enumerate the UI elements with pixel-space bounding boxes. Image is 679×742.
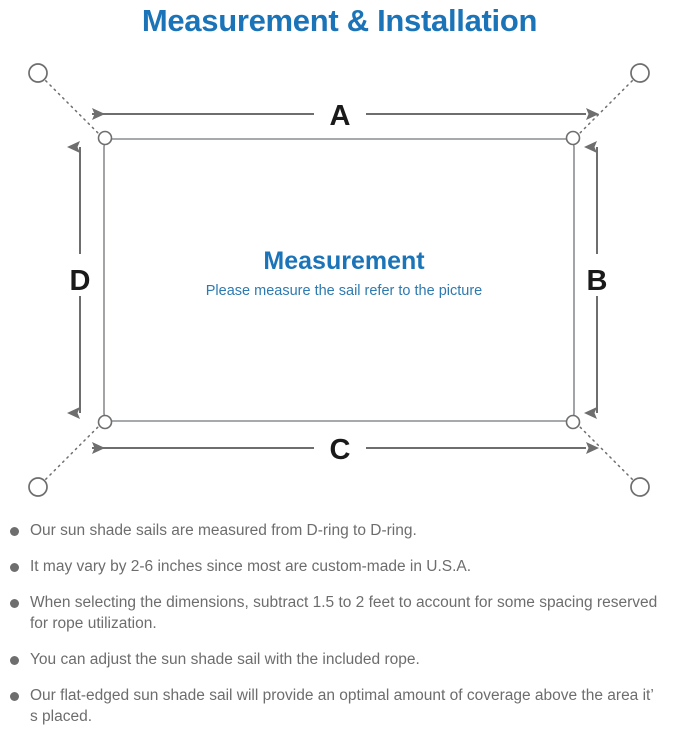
note-text: Our sun shade sails are measured from D-… [30,522,417,539]
page-title: Measurement & Installation [141,3,538,38]
anchor-point-top-left [28,63,48,83]
bullet-icon [10,692,19,701]
note-text: It may vary by 2-6 inches since most are… [30,558,472,575]
anchor-point-top-right [630,63,650,83]
list-item: When selecting the dimensions, subtract … [0,592,679,634]
diagram-center-heading: Measurement [263,247,425,275]
list-item: Our flat-edged sun shade sail will provi… [0,685,679,727]
list-item: You can adjust the sun shade sail with t… [0,649,679,670]
d-ring-top-left [97,130,113,146]
anchor-points [28,63,650,497]
bullet-icon [10,527,19,536]
dimension-label-a: A [330,100,351,132]
rope-bottom-left [41,422,103,484]
rope-top-right [575,76,637,138]
bullet-icon [10,563,19,572]
bullet-icon [10,656,19,665]
sail-rectangle [103,138,575,422]
notes-list: Our sun shade sails are measured from D-… [0,520,679,742]
dimension-label-c: C [330,434,351,466]
diagram-center-subheading: Please measure the sail refer to the pic… [206,283,482,299]
rope-lines [41,76,637,484]
rope-top-left [41,76,103,138]
d-ring-bottom-right [565,414,581,430]
note-text: When selecting the dimensions, subtract … [30,594,658,632]
dimension-label-b: B [587,265,608,297]
d-ring-bottom-left [97,414,113,430]
note-text: You can adjust the sun shade sail with t… [30,651,420,668]
list-item: It may vary by 2-6 inches since most are… [0,556,679,577]
d-rings [97,130,581,430]
anchor-point-bottom-right [630,477,650,497]
d-ring-top-right [565,130,581,146]
anchor-point-bottom-left [28,477,48,497]
list-item: Our sun shade sails are measured from D-… [0,520,679,541]
bullet-icon [10,599,19,608]
measurement-diagram: A C D B Measurement Please measure the s… [0,46,679,516]
note-text: Our flat-edged sun shade sail will provi… [30,687,654,725]
rope-bottom-right [575,422,637,484]
dimension-label-d: D [70,265,91,297]
